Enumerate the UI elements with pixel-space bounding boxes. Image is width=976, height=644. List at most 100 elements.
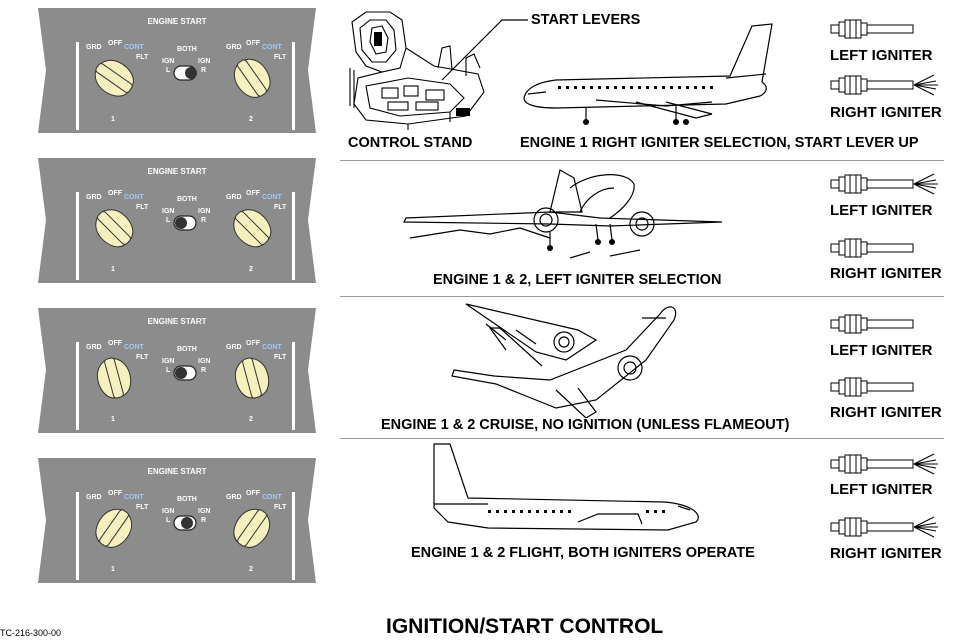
flt-label: FLT [136,204,149,211]
panel-background [38,8,316,133]
off-label: OFF [108,340,122,347]
l-label: L [166,217,171,224]
engine-1-label: 1 [111,116,115,123]
flt-label: FLT [136,54,149,61]
grd-label: GRD [86,194,102,201]
engine-1-label: 1 [111,566,115,573]
panel-title: ENGINE START [147,467,207,476]
control-stand-label: CONTROL STAND [348,135,473,151]
igniter-select-switch [173,65,197,81]
grd-label: GRD [86,494,102,501]
engine-2-label: 2 [249,116,253,123]
row-separator [340,296,944,297]
ign-left-label: IGN [162,58,175,65]
panel-background [38,458,316,583]
row-separator [340,438,944,439]
flt-label: FLT [136,504,149,511]
l-label: L [166,517,171,524]
airplane-flight-drawing [433,443,699,531]
r-label: R [201,67,207,74]
r-label: R [201,517,207,524]
igniter-select-switch [173,515,197,531]
cont-label: CONT [262,194,282,201]
airplane-cruise-drawing [451,303,677,418]
both-label: BOTH [177,496,197,503]
grd-label: GRD [226,194,242,201]
ign-right-label: IGN [198,508,211,515]
flt-label: FLT [274,354,287,361]
left-igniter-label: LEFT IGNITER [830,202,933,219]
right-igniter-firing-icon [830,516,938,538]
both-label: BOTH [177,346,197,353]
both-label: BOTH [177,196,197,203]
row4-caption: ENGINE 1 & 2 FLIGHT, BOTH IGNITERS OPERA… [411,545,755,561]
left-igniter-icon [830,19,914,39]
panel-title: ENGINE START [147,17,207,26]
row3-caption: ENGINE 1 & 2 CRUISE, NO IGNITION (UNLESS… [381,417,790,433]
ign-right-label: IGN [198,208,211,215]
start-levers-leader [441,19,528,81]
ignition-selector-knob [95,209,134,248]
right-igniter-label: RIGHT IGNITER [830,545,942,562]
ignition-selector-knob [94,59,134,97]
left-igniter-firing-icon [830,173,938,195]
panel-title: ENGINE START [147,317,207,326]
left-igniter-label: LEFT IGNITER [830,342,933,359]
ign-left-label: IGN [162,508,175,515]
right-igniter-icon [830,238,914,258]
control-stand-drawing [349,11,485,130]
ign-left-label: IGN [162,358,175,365]
airplane-takeoff-drawing [403,169,723,259]
grd-label: GRD [86,344,102,351]
both-label: BOTH [177,46,197,53]
engine-2-label: 2 [249,416,253,423]
cont-label: CONT [124,194,144,201]
ignition-selector-knob [95,508,133,548]
figure-code: TC-216-300-00 [0,628,62,638]
off-label: OFF [246,490,260,497]
grd-label: GRD [226,494,242,501]
panel-title: ENGINE START [147,167,207,176]
ign-right-label: IGN [198,358,211,365]
right-igniter-label: RIGHT IGNITER [830,265,942,282]
cont-label: CONT [124,44,144,51]
right-igniter-label: RIGHT IGNITER [830,104,942,121]
left-igniter-label: LEFT IGNITER [830,481,933,498]
panel-background [38,158,316,283]
cont-label: CONT [262,494,282,501]
left-igniter-icon [830,314,914,334]
left-igniter-firing-icon [830,453,938,475]
start-levers-label: START LEVERS [531,12,641,28]
right-igniter-firing-icon [830,74,938,96]
ignition-selector-knob [233,58,271,98]
ignition-selector-knob [233,508,271,548]
off-label: OFF [246,190,260,197]
off-label: OFF [246,340,260,347]
left-igniter-label: LEFT IGNITER [830,47,933,64]
engine-2-label: 2 [249,566,253,573]
off-label: OFF [108,40,122,47]
igniter-select-switch [173,215,197,231]
l-label: L [166,367,171,374]
off-label: OFF [108,190,122,197]
igniter-select-switch [173,365,197,381]
grd-label: GRD [86,44,102,51]
cont-label: CONT [124,494,144,501]
grd-label: GRD [226,44,242,51]
engine-1-label: 1 [111,266,115,273]
ign-right-label: IGN [198,58,211,65]
off-label: OFF [246,40,260,47]
r-label: R [201,367,207,374]
row2-caption: ENGINE 1 & 2, LEFT IGNITER SELECTION [433,272,722,288]
flt-label: FLT [274,204,287,211]
cont-label: CONT [124,344,144,351]
flt-label: FLT [136,354,149,361]
ignition-selector-knob [233,209,272,248]
figure-title: IGNITION/START CONTROL [386,615,664,638]
l-label: L [166,67,171,74]
r-label: R [201,217,207,224]
